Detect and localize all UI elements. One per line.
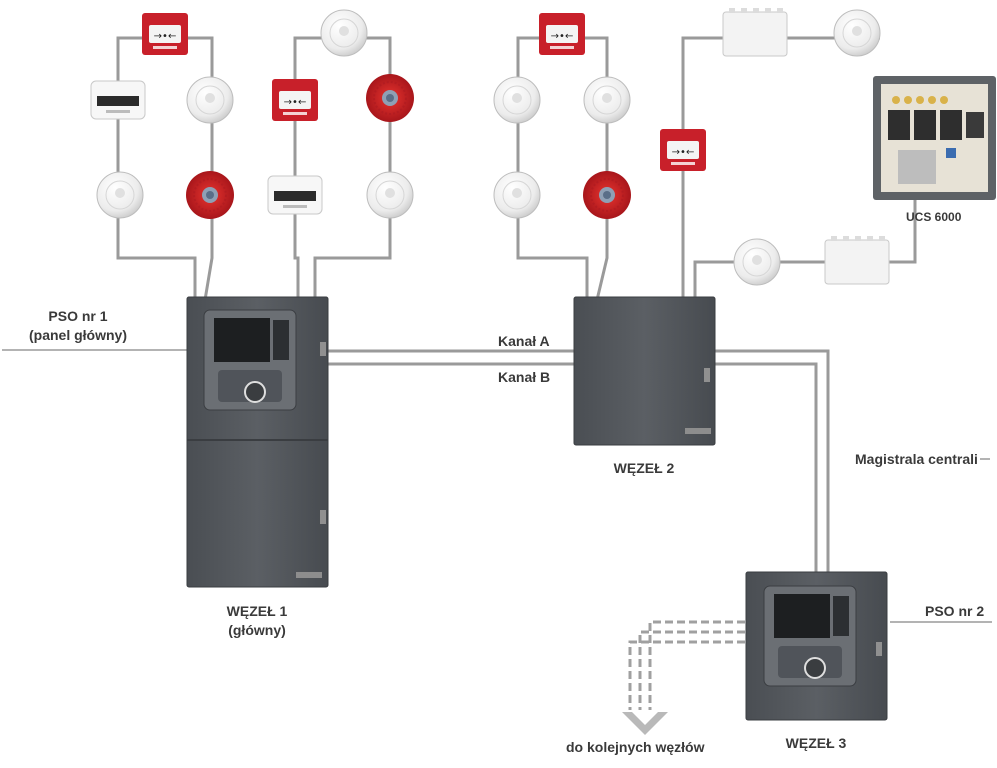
ucs-6000-label: UCS 6000 — [906, 210, 962, 224]
node-3-cabinet — [745, 571, 888, 721]
wezel-2-label: WĘZEŁ 2 — [613, 460, 675, 476]
node-2-cabinet — [573, 296, 716, 446]
pso1-label-line1: PSO nr 1 — [48, 308, 108, 324]
wezel-1-label: WĘZEŁ 1 (główny) — [197, 602, 317, 640]
next-nodes-label: do kolejnych węzłów — [566, 739, 705, 755]
manual-call-point-icon — [142, 13, 188, 55]
junction-box-icon — [824, 235, 890, 285]
wezel-1-label-line2: (główny) — [228, 622, 286, 638]
pso1-label-line2: (panel główny) — [29, 327, 127, 343]
sounder-icon — [185, 170, 235, 220]
wezel-1-label-line1: WĘZEŁ 1 — [226, 603, 288, 619]
smoke-detector-icon — [733, 238, 781, 286]
ucs-6000-unit — [873, 76, 996, 200]
manual-call-point-icon — [660, 129, 706, 171]
smoke-detector-icon — [320, 9, 368, 57]
next-nodes-link — [628, 620, 745, 710]
pso2-label: PSO nr 2 — [925, 603, 985, 619]
smoke-detector-icon — [833, 9, 881, 57]
smoke-detector-icon — [96, 171, 144, 219]
smoke-detector-icon — [186, 76, 234, 124]
smoke-detector-icon — [366, 171, 414, 219]
sounder-icon — [365, 73, 415, 123]
smoke-detector-icon — [493, 171, 541, 219]
beam-detector-icon — [267, 175, 323, 215]
smoke-detector-icon — [583, 76, 631, 124]
manual-call-point-icon — [539, 13, 585, 55]
junction-box-icon — [722, 7, 788, 57]
magistrala-label: Magistrala centrali — [853, 450, 980, 469]
node-1-cabinet — [186, 296, 329, 588]
smoke-detector-icon — [493, 76, 541, 124]
pso1-label: PSO nr 1 (panel główny) — [8, 307, 148, 345]
kanal-a-label: Kanał A — [498, 333, 550, 349]
kanal-b-label: Kanał B — [498, 369, 551, 385]
manual-call-point-icon — [272, 79, 318, 121]
wezel-3-label: WĘZEŁ 3 — [785, 735, 847, 751]
down-arrow-icon — [622, 712, 668, 735]
wiring — [2, 36, 992, 623]
sounder-icon — [582, 170, 632, 220]
beam-detector-icon — [90, 80, 146, 120]
